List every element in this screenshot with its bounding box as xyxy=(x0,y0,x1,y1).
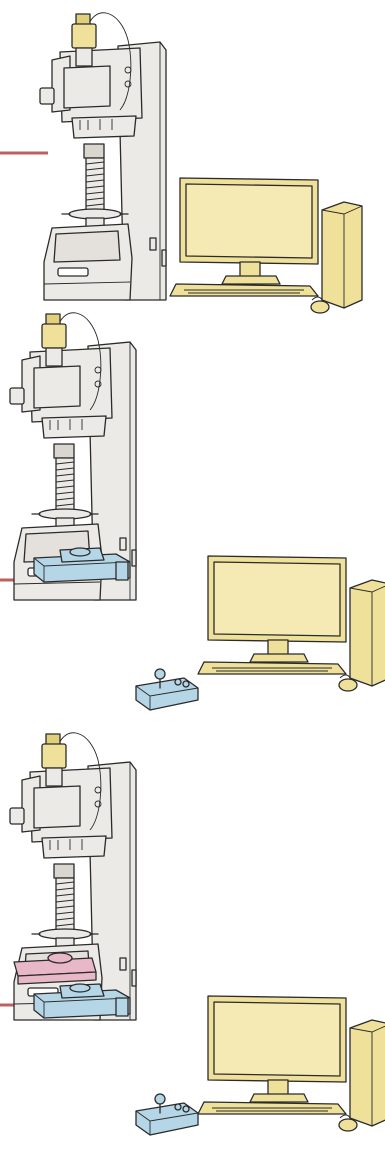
panel-1-computer xyxy=(169,177,363,314)
panel-2-computer xyxy=(197,555,385,692)
panel-2 xyxy=(0,312,385,711)
panel-2-joystick xyxy=(135,668,199,711)
panel-3-computer xyxy=(197,995,385,1132)
panel-3-joystick xyxy=(135,1093,199,1136)
panel-1-hardness-tester xyxy=(39,12,167,301)
panel-1 xyxy=(0,12,363,314)
panel-3 xyxy=(0,732,385,1136)
